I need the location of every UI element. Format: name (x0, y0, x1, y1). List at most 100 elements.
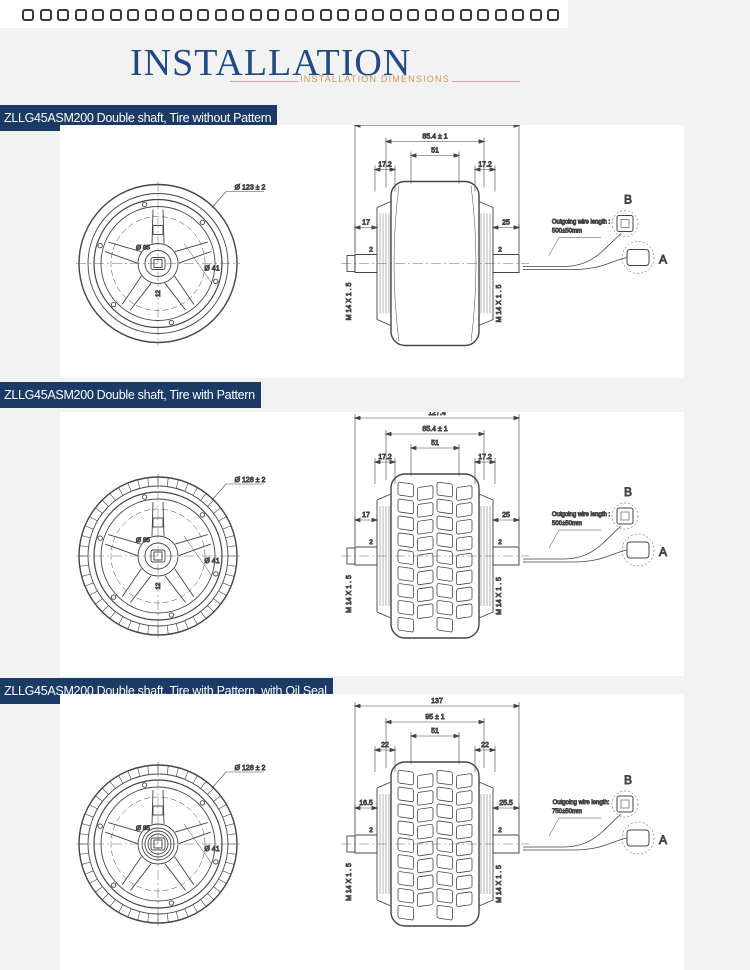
tread-mark (84, 582, 94, 587)
dim-core-width-arrow (409, 733, 417, 739)
spoke (151, 209, 165, 244)
dim-rim-left-value: 22 (381, 742, 389, 749)
thread-left-label: M 14 X 1 . 5 (346, 575, 353, 613)
tread-mark (101, 605, 109, 613)
tread-mark (166, 625, 169, 635)
tread-mark (109, 899, 116, 907)
tread-mark (227, 545, 237, 548)
dim-shaft-left-arrow (353, 805, 361, 811)
tread-block (456, 485, 473, 501)
tread-mark (89, 878, 98, 884)
tread-block (436, 871, 453, 887)
tread-block (417, 773, 434, 789)
thread-right-label: M 14 X 1 . 5 (496, 577, 503, 615)
dim-shaft-right-value: 25 (502, 512, 510, 519)
dim-core-width-value: 51 (431, 728, 439, 735)
tread-block (456, 519, 473, 535)
dim-shaft-left-arrow (371, 225, 379, 230)
leader-tire-dia (211, 191, 264, 208)
connector-a-callout (621, 533, 655, 567)
dim-core-width-arrow (453, 733, 461, 739)
shaft-diameter-label: Ø 41 (204, 846, 219, 853)
dim-rim-left-arrow (389, 167, 397, 172)
tread-mark (81, 535, 91, 539)
tread-mark (200, 781, 207, 789)
tread-block (417, 840, 434, 857)
tread-mark (207, 893, 215, 901)
strip-glyph (337, 9, 349, 21)
tread-mark (127, 770, 132, 780)
tread-mark (95, 886, 103, 893)
tread-mark (227, 833, 237, 836)
dim-rim-right-arrow (473, 459, 481, 465)
shaft-diameter-label: Ø 41 (204, 266, 219, 273)
tread-mark (184, 770, 189, 780)
dim-rim-right-arrow (473, 747, 481, 753)
dim-rim-right-arrow (473, 167, 481, 172)
tread-mark (227, 852, 237, 855)
tread-block (417, 519, 434, 535)
tread-block (397, 871, 414, 887)
tread-mark (184, 482, 189, 492)
tread-block (456, 790, 473, 806)
spoke (121, 856, 152, 891)
spoke (151, 501, 165, 537)
dim-core-width-arrow (453, 153, 461, 158)
dim-tire-width-value: 85.4 ± 1 (422, 134, 447, 141)
tread-block (436, 786, 453, 803)
tread-block (417, 603, 434, 619)
tread-block (456, 603, 473, 619)
dim-overall-width-value: 137 (431, 698, 443, 705)
tread-block (397, 854, 414, 870)
dim-rim-left-arrow (373, 459, 381, 465)
strip-glyph (92, 9, 104, 21)
dim-shaft-left-arrow (371, 517, 379, 523)
tread-block (417, 485, 434, 501)
dim-shaft-right-arrow (491, 805, 499, 811)
tread-mark (225, 823, 235, 827)
tread-mark (89, 590, 98, 596)
bolt-hole (168, 319, 175, 326)
tread-block (397, 515, 414, 531)
wire-length-label: Outgoing wire length : (552, 512, 611, 518)
tread-block (436, 481, 453, 498)
bolt-hole (110, 882, 117, 888)
gap-right-label: 2 (498, 247, 502, 254)
tread-mark (166, 477, 169, 487)
gap-right-label: 2 (498, 539, 502, 546)
strip-glyph (249, 9, 262, 21)
wire-leader (548, 529, 601, 549)
bolt-hole (213, 571, 219, 577)
dim-shaft-left-value: 16.5 (359, 800, 373, 807)
connector-b-label: B (624, 193, 632, 207)
cable-to-a (523, 257, 628, 270)
cable-to-b (523, 813, 622, 848)
tread-block (436, 854, 453, 870)
dim-rim-left-value: 17.2 (378, 162, 392, 169)
connector-b-callout (611, 790, 639, 818)
dim-shaft-right-arrow (513, 805, 521, 811)
connector-a (626, 829, 650, 847)
tread-block (397, 583, 414, 599)
dim-tire-width-value: 95 ± 1 (425, 714, 445, 721)
strip-glyph (529, 9, 542, 21)
bolt-hole (97, 242, 103, 249)
thread-right-label: M 14 X 1 . 5 (496, 285, 503, 323)
tread-mark (213, 886, 221, 893)
cable-to-b (523, 525, 622, 560)
connector-b (616, 215, 634, 232)
tread-mark (147, 913, 150, 923)
tread-mark (118, 775, 124, 784)
center-mark-label: 12 (156, 582, 162, 589)
tread-mark (192, 487, 198, 496)
tread-mark (192, 775, 198, 784)
dim-overall-width-value: 127.4 (428, 412, 446, 417)
cable-to-a (523, 837, 628, 851)
tire-diameter-label: Ø 128 ± 2 (235, 765, 266, 772)
